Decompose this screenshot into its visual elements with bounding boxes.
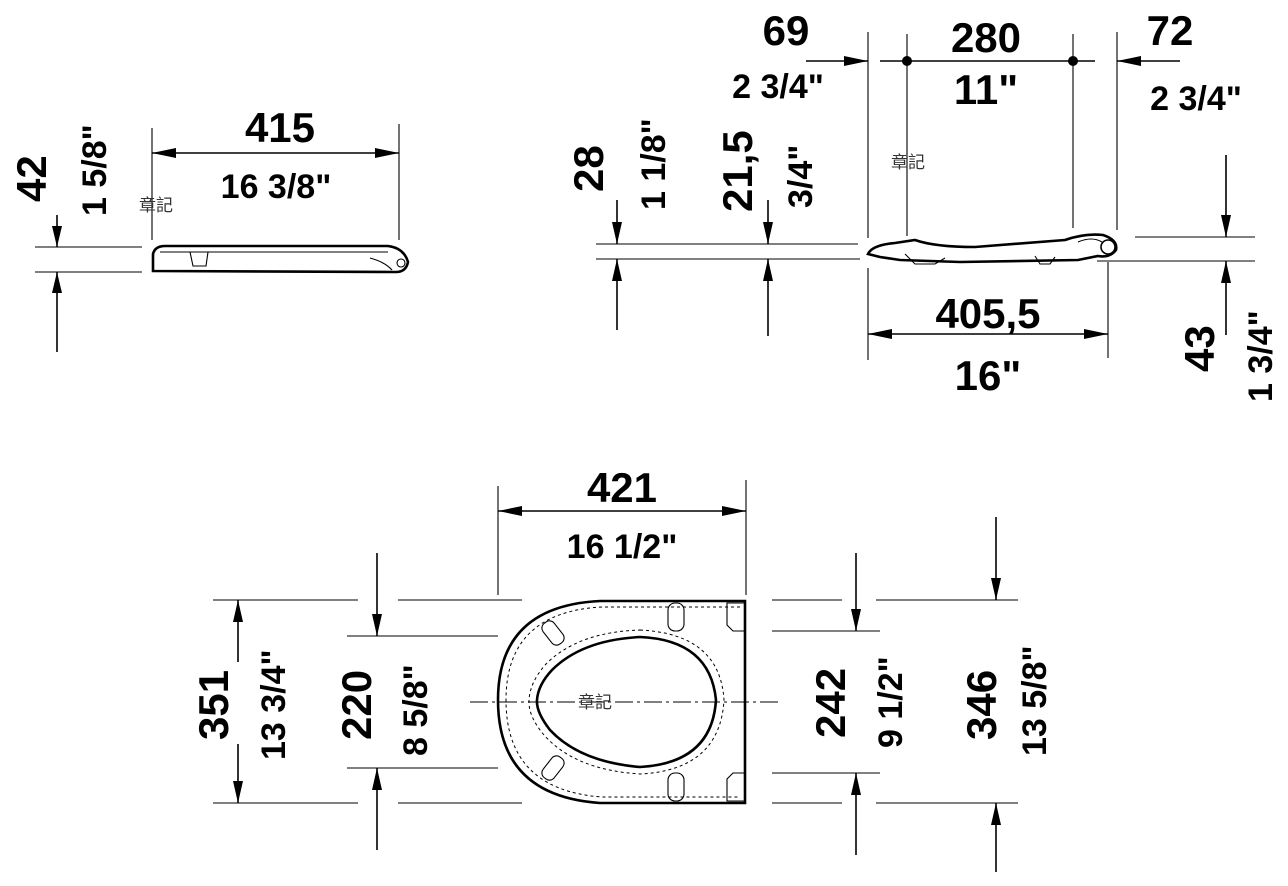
seat-profile-open xyxy=(866,233,1118,264)
width-mm: 421 xyxy=(587,464,657,511)
overall-length-in: 13 3/4" xyxy=(255,649,293,760)
side-closed-height-mm: 42 xyxy=(8,155,55,202)
opening-length-mm: 220 xyxy=(333,670,380,740)
width-in: 16 1/2" xyxy=(567,528,678,566)
opening-width-mm: 242 xyxy=(807,668,854,738)
depth-mm: 405,5 xyxy=(935,290,1040,337)
seat-length-mm: 346 xyxy=(958,670,1005,740)
side-closed-mark: 章記 xyxy=(139,196,173,216)
opening-width-in: 9 1/2" xyxy=(872,656,910,748)
overall-length-mm: 351 xyxy=(190,670,237,740)
seat-profile-closed xyxy=(151,244,410,274)
side-view-closed: 42 1 5/8" 415 16 3/8" 章記 xyxy=(8,104,410,352)
seat-outline-top xyxy=(496,599,747,805)
hinge-spacing-in: 11" xyxy=(954,66,1018,113)
side-closed-height-in: 1 5/8" xyxy=(76,124,114,216)
total-height-mm: 28 xyxy=(565,145,612,192)
rear-offset-in: 2 3/4" xyxy=(1150,80,1242,118)
side-closed-length-in: 16 3/8" xyxy=(221,168,332,206)
front-height-in: 3/4" xyxy=(782,145,820,208)
seat-opening-top xyxy=(535,635,718,769)
side-open-mark: 章記 xyxy=(891,153,925,173)
top-view-mark: 章記 xyxy=(578,693,612,713)
front-offset-mm: 69 xyxy=(763,7,810,54)
seat-length-in: 13 5/8" xyxy=(1016,645,1054,756)
depth-in: 16" xyxy=(955,352,1022,399)
opening-length-in: 8 5/8" xyxy=(397,664,435,756)
top-view: 421 16 1/2" 351 13 3/4" 220 8 5/8" 242 9… xyxy=(190,464,1054,872)
side-view-open: 69 2 3/4" 280 11" 72 2 3/4" 28 1 1/8" 21… xyxy=(565,7,1280,402)
side-closed-length-mm: 415 xyxy=(245,104,315,151)
hinge-height-in: 1 3/4" xyxy=(1242,310,1280,402)
front-offset-in: 2 3/4" xyxy=(732,68,824,106)
front-height-mm: 21,5 xyxy=(714,130,761,212)
hinge-height-mm: 43 xyxy=(1176,325,1223,372)
total-height-in: 1 1/8" xyxy=(635,118,673,210)
hinge-spacing-mm: 280 xyxy=(951,14,1021,61)
rear-offset-mm: 72 xyxy=(1147,7,1194,54)
